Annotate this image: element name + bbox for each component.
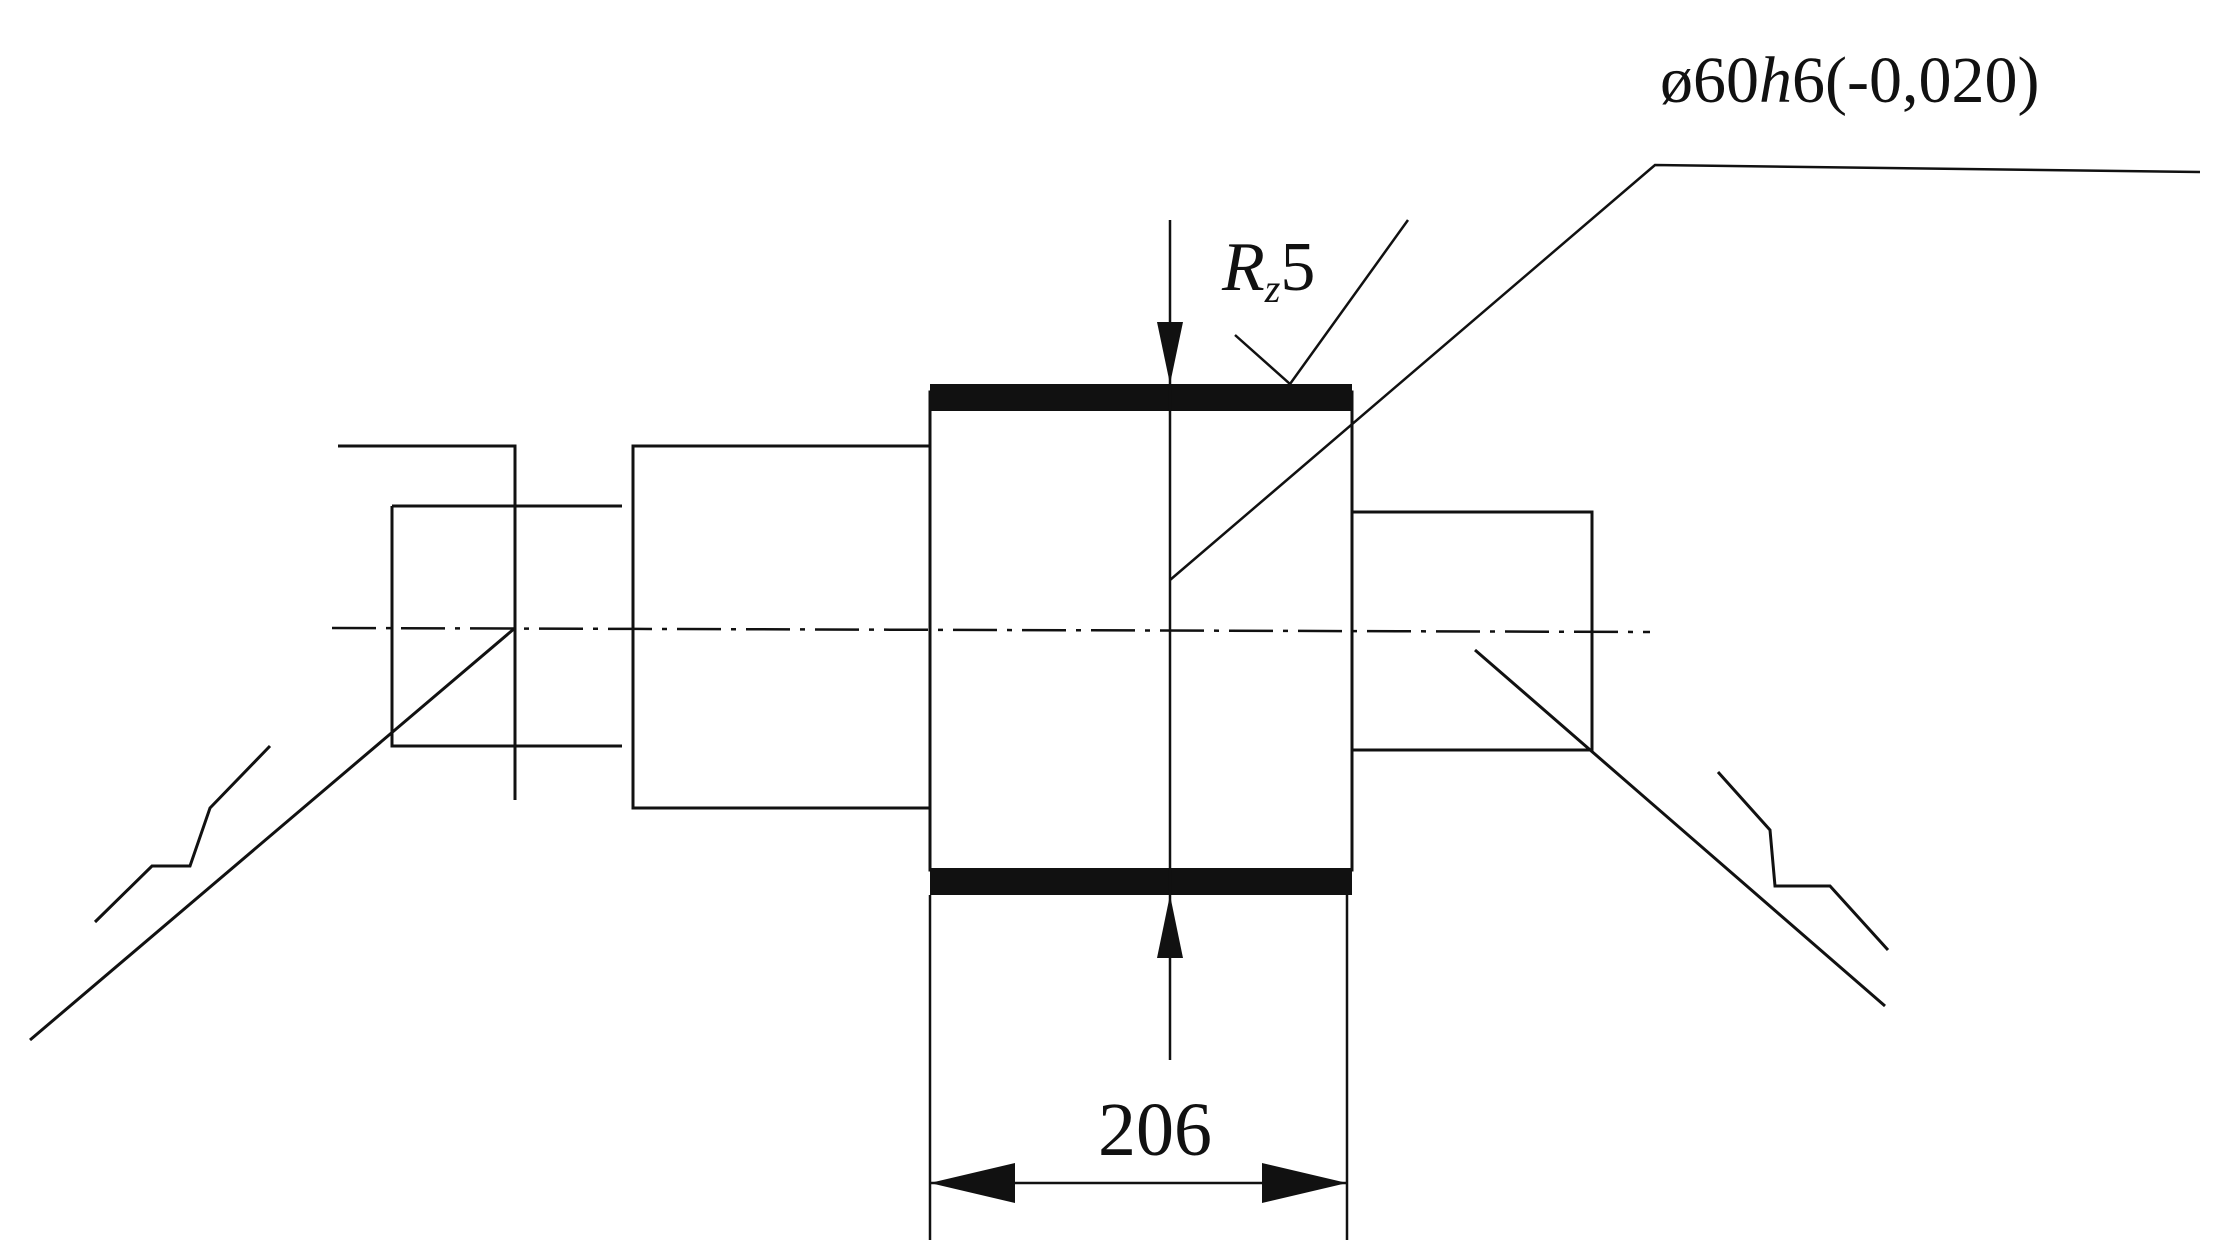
- top-ground-surface: [930, 384, 1352, 411]
- arrow-right-icon: [1262, 1163, 1347, 1203]
- center-line: [331, 626, 1651, 634]
- bottom-ground-surface: [930, 868, 1352, 895]
- roughness-symbol: [1234, 219, 1410, 386]
- width-dimension-label: 206: [1098, 1088, 1212, 1172]
- diameter-dimension-line: [1157, 220, 1183, 1060]
- diameter-leader: [1169, 163, 2201, 581]
- left-shaft-section: [631, 444, 930, 810]
- diameter-tolerance-label: ø60h6(-0,020): [1660, 44, 2039, 117]
- left-fixture: [338, 444, 622, 800]
- left-center-point: [29, 626, 516, 1042]
- arrow-left-icon: [930, 1163, 1015, 1203]
- arrow-up-icon: [1157, 895, 1183, 958]
- right-center-point: [1474, 648, 1890, 1008]
- arrow-down-icon: [1157, 322, 1183, 384]
- roughness-label: Rz5: [1221, 229, 1315, 311]
- workpiece-body: [928, 384, 1354, 895]
- width-dimension: [928, 895, 1349, 1240]
